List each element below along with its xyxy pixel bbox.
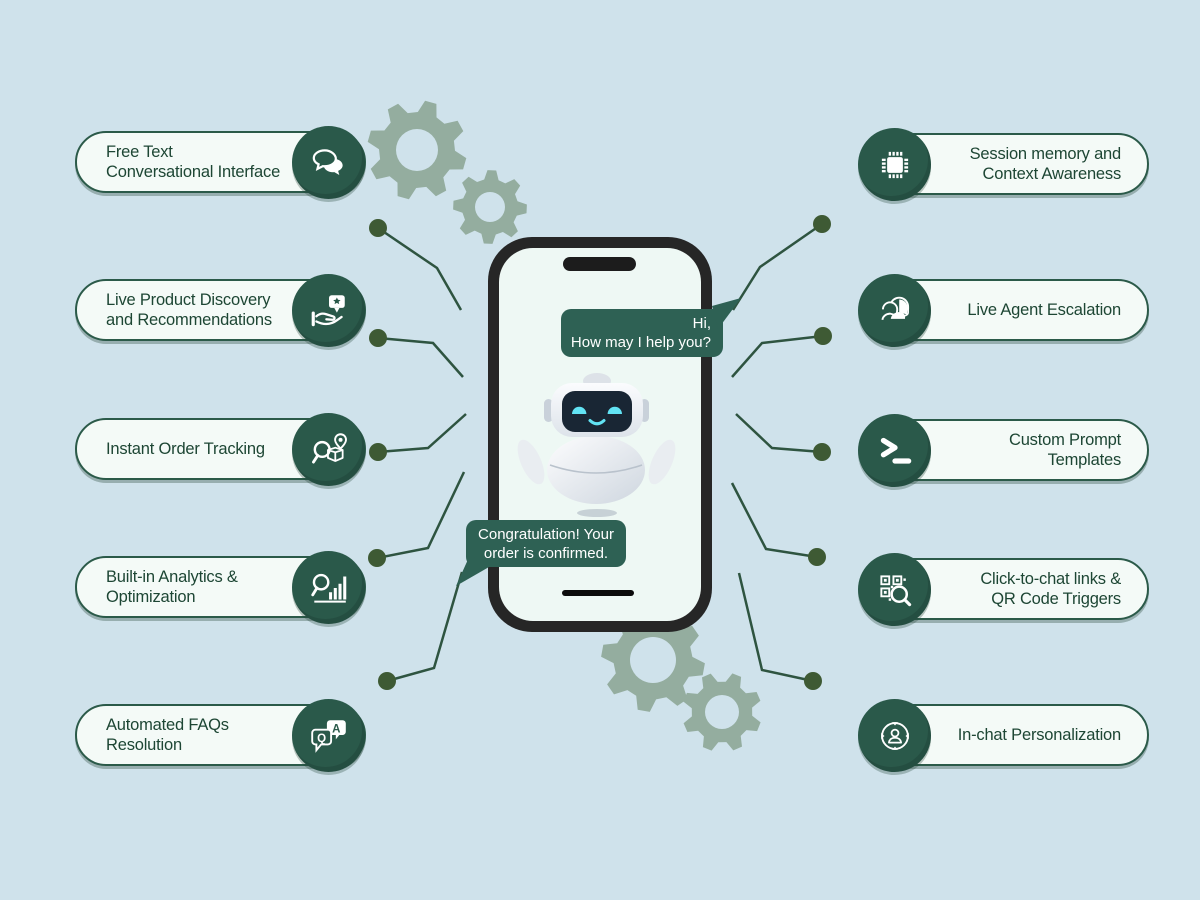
order-tracking-icon [311,432,347,463]
chat-message-line: Hi, [692,315,711,332]
feature-icon-circle [292,126,365,199]
connector-line [730,482,818,559]
robot-body [547,436,645,504]
qr-code-icon [879,574,911,606]
phone-speaker-notch [563,257,636,271]
robot-right-eye [607,406,622,414]
feature-label: Free Text [106,143,173,161]
connector-dot [369,443,387,461]
gear-icons [367,100,761,751]
feature-label: Built-in Analytics & [106,568,238,586]
connector-line [377,226,463,311]
feature-icon-circle [292,274,365,347]
connector-dot [369,329,387,347]
phone-home-indicator [562,590,634,596]
feature-label: Custom Prompt [1008,431,1121,449]
feature-label: Click-to-chat links & [980,570,1121,588]
faq-a-letter: A [332,723,341,735]
connector-dot [814,327,832,345]
feature-label: Optimization [106,588,196,606]
gear-icon [367,100,467,200]
feature-label: In-chat Personalization [957,726,1121,744]
chip-icon [881,151,908,178]
chat-message-line: order is confirmed. [483,544,609,562]
faq-q-letter: Q [317,732,326,744]
chat-message-greeting: Hi, How may I help you? [561,309,723,357]
product-recommendation-icon [311,294,345,326]
chat-message-order-confirmed: Congratulation! Your order is confirmed. [466,520,626,567]
feature-label: Live Agent Escalation [967,301,1121,319]
connector-dot [369,219,387,237]
feature-icon-circle [858,128,931,201]
connector-line [737,572,814,683]
robot-right-arm [648,439,676,485]
feature-label: Instant Order Tracking [106,440,265,458]
connector-lines [376,222,824,683]
connector-dot [808,548,826,566]
robot-smile [588,419,606,426]
chatbot-robot-illustration [517,373,676,517]
feature-icon-circle [292,413,365,486]
faq-icon: A Q [310,719,346,753]
feature-label: Live Product Discovery [106,291,271,309]
gear-icon [683,673,761,751]
terminal-icon [880,437,911,464]
feature-label: Templates [1047,451,1122,469]
feature-icon-circle [858,414,931,487]
connector-line [731,222,823,311]
connector-line [386,571,464,683]
connector-line [735,413,823,454]
analytics-icon [310,573,346,603]
feature-pill-personalization: In-chat Personalization [881,704,1149,766]
personalization-icon [880,721,909,750]
robot-shadow [577,509,617,517]
feature-label: Automated FAQs [106,716,229,734]
gear-icon [601,608,705,712]
feature-label: Resolution [106,736,182,754]
chat-message-line: How may I help you? [570,334,711,351]
feature-icon-circle: A Q [292,699,365,772]
gear-icon [453,170,527,244]
feature-label: Session memory and [969,145,1122,163]
connector-dot [804,672,822,690]
connector-line [731,334,824,378]
connector-dot [368,549,386,567]
robot-left-ear [544,399,553,422]
feature-label: QR Code Triggers [991,590,1121,608]
live-agent-icon [880,296,909,320]
connector-dot [813,443,831,461]
feature-icon-circle [858,699,931,772]
connector-dot [378,672,396,690]
robot-body-seam [549,464,643,474]
robot-left-eye [572,406,587,414]
feature-label: Conversational Interface [106,163,281,181]
connector-line [376,471,466,560]
feature-icon-circle [858,274,931,347]
connector-dot [813,215,831,233]
connector-line [377,413,467,454]
feature-label: Context Awareness [982,165,1122,183]
feature-icon-circle [858,553,931,626]
robot-face-screen [562,391,632,432]
chat-message-line: Congratulation! Your [478,525,614,543]
connector-dots [368,215,832,690]
robot-left-arm [517,439,545,485]
chat-bubbles-icon [312,148,343,175]
connector-line [377,336,464,378]
feature-label: and Recommendations [106,311,272,329]
feature-icon-circle [292,551,365,624]
